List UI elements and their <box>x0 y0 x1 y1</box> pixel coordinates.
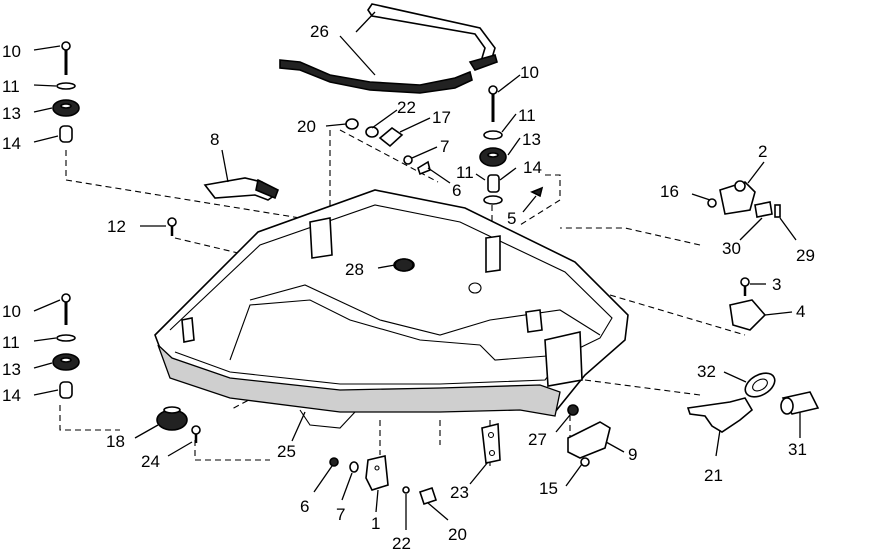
part-26-seal-strip <box>279 3 498 94</box>
callout-11: 11 <box>2 333 20 352</box>
callout-15: 15 <box>539 479 558 498</box>
callout-30: 30 <box>722 239 741 258</box>
callout-10: 10 <box>2 302 21 321</box>
callout-5: 5 <box>507 209 516 228</box>
callout-6: 6 <box>300 497 309 516</box>
latch-assembly-2 <box>707 180 781 218</box>
part-23-plate <box>481 422 501 464</box>
callout-14: 14 <box>523 158 542 177</box>
part-3-screw <box>740 277 750 296</box>
bottom-small-parts <box>329 455 438 506</box>
left-top-mount-stack <box>52 41 80 143</box>
callout-10: 10 <box>520 63 539 82</box>
center-mount-stack <box>479 85 507 205</box>
part-28-plug <box>394 258 414 272</box>
callout-27: 27 <box>528 430 547 449</box>
part-12-screw <box>167 217 177 236</box>
callout-11: 11 <box>2 77 20 96</box>
callout-20: 20 <box>448 525 467 544</box>
callout-21: 21 <box>704 466 723 485</box>
part-31-sleeve <box>780 391 820 415</box>
callout-22: 22 <box>397 98 416 117</box>
callout-24: 24 <box>141 452 160 471</box>
callout-31: 31 <box>788 440 807 459</box>
part-15-screw <box>580 457 590 467</box>
callout-14: 14 <box>2 386 21 405</box>
part-18-grommet <box>156 406 188 431</box>
callout-14: 14 <box>2 134 21 153</box>
lower-motor-cover <box>154 189 629 429</box>
callout-28: 28 <box>345 260 364 279</box>
callout-1: 1 <box>371 514 380 533</box>
callout-2: 2 <box>758 142 767 161</box>
part-5-screw <box>530 186 544 198</box>
part-8-handle <box>203 177 280 201</box>
callout-3: 3 <box>772 275 781 294</box>
part-9-bracket <box>567 421 611 459</box>
left-bottom-mount-stack <box>52 293 80 399</box>
callout-11: 11 <box>518 106 536 125</box>
callout-32: 32 <box>697 362 716 381</box>
callout-4: 4 <box>796 302 805 321</box>
part-4-bracket <box>729 299 767 331</box>
callout-7: 7 <box>336 505 345 524</box>
callout-6: 6 <box>452 181 461 200</box>
callout-11: 11 <box>456 163 474 182</box>
callout-13: 13 <box>2 360 21 379</box>
callout-16: 16 <box>660 182 679 201</box>
center-top-small-parts <box>345 118 431 176</box>
callout-17: 17 <box>432 108 451 127</box>
callout-13: 13 <box>2 104 21 123</box>
callout-7: 7 <box>440 137 449 156</box>
part-21-handle <box>686 397 754 433</box>
callout-20: 20 <box>297 117 316 136</box>
callout-13: 13 <box>522 130 541 149</box>
callout-12: 12 <box>107 217 126 236</box>
callout-22: 22 <box>392 534 411 552</box>
part-24-screw <box>191 425 201 443</box>
callout-26: 26 <box>310 22 329 41</box>
leader-lines <box>33 11 801 530</box>
callout-18: 18 <box>106 432 125 451</box>
part-32-gasket <box>744 372 776 398</box>
part-27-nut <box>567 404 579 416</box>
callout-labels: 10 11 13 14 26 10 22 20 17 11 7 13 8 11 … <box>2 22 815 552</box>
callout-8: 8 <box>210 130 219 149</box>
callout-25: 25 <box>277 442 296 461</box>
callout-10: 10 <box>2 42 21 61</box>
callout-9: 9 <box>628 445 637 464</box>
callout-29: 29 <box>796 246 815 265</box>
callout-23: 23 <box>450 483 469 502</box>
